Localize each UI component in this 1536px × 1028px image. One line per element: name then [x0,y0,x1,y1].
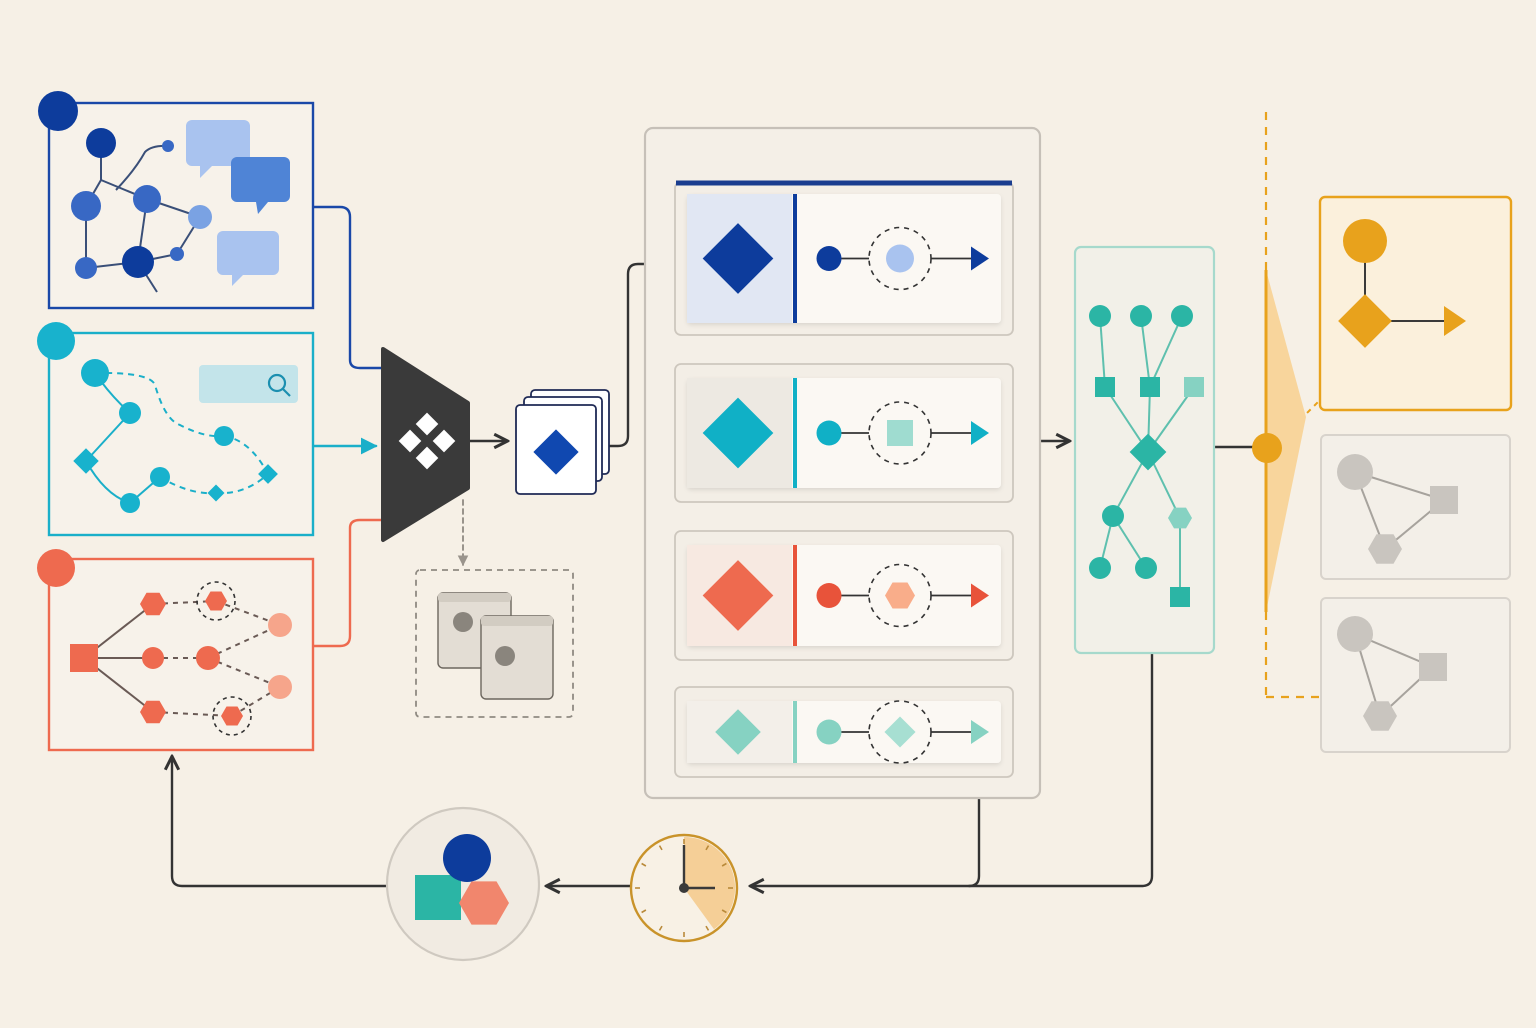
connector-cards-to-process [608,264,668,448]
tree-icon [70,581,292,736]
panel-badge-dot [37,322,75,360]
row-input-node [816,583,842,608]
gate-node [1252,433,1282,463]
shapes-icon[interactable] [385,806,541,962]
hexagon-icon [140,700,166,724]
hexagon-icon [885,582,915,609]
row-inner-shape [886,244,914,273]
row-output-arrow [971,246,989,271]
clock-progress-wedge [684,836,736,930]
clock-tick [641,862,647,867]
diamond-icon [702,560,774,631]
gate-beam [1266,270,1306,612]
gate-selector[interactable] [1252,112,1321,699]
path-icon [73,359,278,513]
hexagon-icon [140,592,166,616]
search-field[interactable] [199,365,298,403]
tree-network-panel[interactable] [1073,245,1216,655]
cache-card-icon [480,615,554,700]
output-panel-dim-1[interactable] [1320,434,1511,580]
graph-icon [71,128,212,293]
row-output-arrow [971,720,989,744]
hexagon-icon [1168,507,1192,529]
panel-badge-dot [38,91,78,131]
diamond-icon [702,397,774,469]
row-input-node [816,420,842,446]
clock-tick [641,909,647,914]
diamond-icon [1129,433,1167,471]
clock-tick [658,845,663,851]
connector-tree-to-router [311,518,394,648]
connector-process-down [967,797,981,888]
row-input-node [816,719,842,745]
output-panel-dim-2[interactable] [1320,597,1511,753]
connector-tree-down [752,651,1154,886]
hexagon-icon [1363,701,1397,731]
source-panel-graph[interactable] [38,91,315,310]
process-row-coral[interactable] [674,530,1014,661]
hexagon-icon [459,881,509,925]
search-icon [267,373,291,397]
process-rows [674,180,1014,778]
diamond-icon [702,223,774,294]
cache-box[interactable] [415,569,574,718]
process-row-cyan[interactable] [674,363,1014,503]
row-inner-shape [887,420,913,446]
chat-bubble-icon [186,120,250,178]
clock-icon[interactable] [629,833,739,943]
stacked-cards-icon[interactable] [515,389,610,495]
connectors [172,205,1260,888]
chat-bubble-icon [217,231,279,286]
clock-tick [721,909,727,914]
clock-tick [721,862,727,867]
panel-badge-dot [37,549,75,587]
process-row-mint[interactable] [674,686,1014,778]
funnel-router-icon[interactable] [381,347,470,542]
process-row-blue[interactable] [674,180,1014,336]
output-panel-active[interactable] [1318,195,1513,412]
clock-tick [705,925,710,931]
source-panel-path[interactable] [37,322,315,537]
source-panel-tree[interactable] [37,549,315,752]
hexagon-icon [205,591,227,611]
cache-frame [415,569,574,718]
connector-graph-to-router [311,205,394,370]
hexagon-icon [221,706,243,726]
connector-shapes-to-tree-panel [172,758,388,888]
chat-bubble-icon [231,157,290,214]
clock-tick [658,925,663,931]
row-output-arrow [971,421,989,445]
hexagon-icon [1368,534,1402,564]
row-input-node [816,246,842,271]
diamond-icon [715,709,761,755]
row-output-arrow [971,583,989,608]
clock-tick [705,845,710,851]
